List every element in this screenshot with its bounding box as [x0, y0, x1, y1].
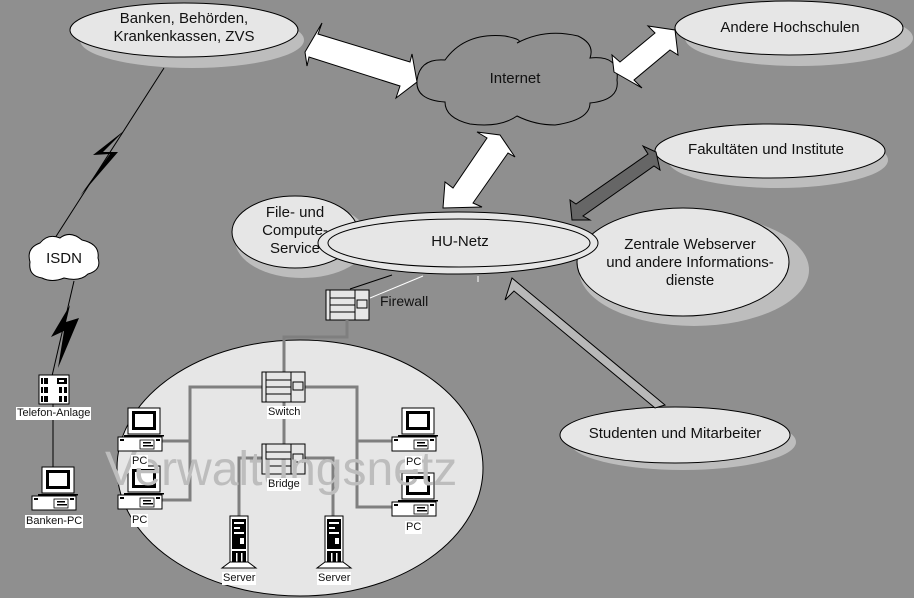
hochschulen-ellipse[interactable] [674, 0, 904, 56]
isdn-cloud[interactable] [28, 234, 100, 281]
arrow-internet-hunetz [442, 131, 516, 209]
arrow-internet-hochschulen [611, 25, 679, 89]
pc-label-left-2: PC [131, 514, 149, 527]
banken-label-line1: Banken, Behörden, [119, 10, 249, 27]
webserver-line1: Zentrale Webserver [624, 236, 756, 253]
firewall-label: Firewall [380, 293, 429, 309]
server-label-2: Server [317, 572, 352, 585]
banken-ellipse[interactable] [69, 2, 299, 58]
fakultaeten-label: Fakultäten und Institute [688, 141, 844, 158]
banken-label-line2: Krankenkassen, ZVS [113, 28, 255, 45]
pc-label-left-1: PC [131, 455, 149, 468]
webserver-ellipse[interactable] [576, 207, 790, 317]
webserver-line2: und andere Informations- [606, 254, 774, 271]
internet-label: Internet [489, 70, 541, 87]
telefon-anlage-label: Telefon-Anlage [16, 407, 92, 420]
studenten-label: Studenten und Mitarbeiter [588, 425, 762, 442]
server-label-1: Server [222, 572, 257, 585]
hu-netz-label: HU-Netz [431, 233, 489, 250]
webserver-line3: dienste [665, 272, 715, 289]
bridge-label: Bridge [267, 478, 301, 491]
studenten-ellipse[interactable] [559, 406, 791, 464]
webserver-label: Zentrale Webserver und andere Informatio… [590, 236, 790, 290]
hu-netz-inner-ellipse [327, 218, 591, 268]
firewall-hunetz-line-black [349, 274, 393, 290]
telefon-anlage-icon[interactable] [38, 374, 70, 405]
switch-label: Switch [267, 406, 302, 419]
pc-label-right-2: PC [405, 521, 423, 534]
banken-label: Banken, Behörden, Krankenkassen, ZVS [104, 10, 264, 46]
lan-wiring [160, 320, 392, 517]
firewall-hunetz-line-white [369, 275, 424, 299]
arrow-studenten-hunetz [504, 277, 667, 409]
isdn-label: ISDN [46, 250, 82, 267]
pc-label-right-1: PC [405, 456, 423, 469]
file-service-line3: Service [269, 240, 321, 257]
banken-pc-label: Banken-PC [25, 515, 84, 528]
file-service-line1: File- und [265, 204, 325, 221]
hochschulen-label: Andere Hochschulen [720, 19, 860, 36]
arrow-hunetz-fakultaeten [569, 144, 661, 221]
internet-cloud[interactable] [416, 32, 618, 126]
firewall-icon[interactable] [325, 289, 370, 321]
switch-icon[interactable] [261, 371, 306, 403]
file-service-label: File- und Compute- Service [255, 204, 335, 258]
file-service-line2: Compute- [262, 222, 328, 239]
arrow-banken-internet [304, 22, 418, 100]
lightning-icon-2 [51, 305, 79, 368]
banken-pc-icon[interactable] [31, 466, 79, 511]
